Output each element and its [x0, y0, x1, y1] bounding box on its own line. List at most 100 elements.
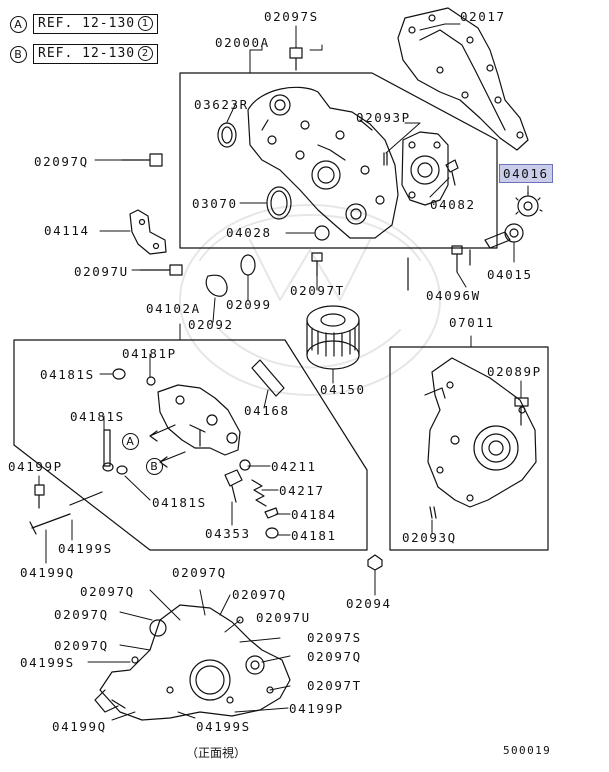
o-ring-04028 [314, 225, 330, 241]
bracket-04114 [129, 209, 167, 255]
bolt-02097q-left [121, 153, 163, 167]
plug-04181s-c [116, 465, 128, 475]
part-label[interactable]: 03623R [194, 97, 249, 112]
view-caption: （正面視） [186, 746, 247, 760]
part-label[interactable]: 02097Q [54, 607, 109, 622]
part-label[interactable]: 02097S [264, 9, 319, 24]
part-label[interactable]: 04353 [205, 526, 251, 541]
part-label[interactable]: 04217 [279, 483, 325, 498]
leader-lines [38, 23, 529, 721]
diagram-code: 500019 [503, 744, 552, 757]
part-label[interactable]: 02097Q [80, 584, 135, 599]
part-label[interactable]: 04102A [146, 301, 201, 316]
part-label[interactable]: 04199P [8, 459, 63, 474]
part-label[interactable]: 02097U [74, 264, 129, 279]
part-label[interactable]: 04096W [426, 288, 481, 303]
part-label[interactable]: 04114 [44, 223, 90, 238]
callout-b: B [146, 458, 169, 475]
part-label[interactable]: 02094 [346, 596, 392, 611]
valve-04184 [264, 507, 279, 519]
sensor-04353 [224, 469, 243, 503]
pipe-04168 [251, 359, 285, 397]
part-label[interactable]: 04168 [244, 403, 290, 418]
callout-b-letter: B [146, 458, 163, 475]
part-label[interactable]: 02092 [188, 317, 234, 332]
part-label[interactable]: 04199Q [52, 719, 107, 734]
watermark [179, 204, 441, 396]
part-label-highlighted[interactable]: 04016 [499, 164, 553, 183]
ref-b-text: REF. 12-130 [38, 46, 136, 61]
timing-case-frame [179, 72, 498, 249]
cover-07011 [424, 357, 537, 508]
part-label[interactable]: 02097T [307, 678, 362, 693]
ref-a-text: REF. 12-130 [38, 16, 136, 31]
part-label[interactable]: 04199P [289, 701, 344, 716]
part-label[interactable]: 02097S [307, 630, 362, 645]
o-ring-02099 [240, 254, 256, 276]
ref-a-letter: A [10, 15, 27, 33]
part-label[interactable]: 04211 [271, 459, 317, 474]
nut-02094 [367, 554, 383, 571]
part-label[interactable]: 02089P [487, 364, 542, 379]
part-label[interactable]: 04015 [487, 267, 533, 282]
pump-cover-drawing [401, 131, 449, 206]
bolt-04199p-left [34, 484, 45, 509]
part-label[interactable]: 02017 [460, 9, 506, 24]
part-label[interactable]: 04028 [226, 225, 272, 240]
part-label[interactable]: 04181S [40, 367, 95, 382]
pin-02093q [429, 506, 437, 519]
ring-02092 [205, 274, 228, 297]
part-label[interactable]: 02093Q [402, 530, 457, 545]
ref-b-num: 2 [138, 46, 154, 61]
housing-04102a [157, 384, 241, 456]
oil-seal-03623r [217, 122, 237, 148]
part-label[interactable]: 02000A [215, 35, 270, 50]
part-label[interactable]: 02093P [356, 110, 411, 125]
part-label[interactable]: 07011 [449, 315, 495, 330]
part-label[interactable]: 04184 [291, 507, 337, 522]
plug-04181 [265, 527, 279, 539]
gasket-07011-frame [389, 346, 549, 551]
part-label[interactable]: 04181S [152, 495, 207, 510]
part-label[interactable]: 02097Q [232, 587, 287, 602]
part-label[interactable]: 02097Q [307, 649, 362, 664]
front-case-drawing [247, 86, 399, 239]
spring-04217 [251, 479, 267, 507]
gear-04016 [515, 191, 543, 217]
part-label[interactable]: 04150 [320, 382, 366, 397]
part-label[interactable]: 02099 [226, 297, 272, 312]
part-label[interactable]: 04199S [20, 655, 75, 670]
callout-a-letter: A [122, 433, 139, 450]
ref-b-letter: B [10, 45, 27, 63]
part-label[interactable]: 04199Q [20, 565, 75, 580]
bottom-assembly [94, 604, 291, 721]
oil-filter-04150 [306, 305, 360, 370]
callout-a: A [122, 433, 145, 450]
bolt-04082 [445, 159, 459, 186]
part-label[interactable]: 02097T [290, 283, 345, 298]
part-label[interactable]: 04082 [430, 197, 476, 212]
bolt-04096w [451, 245, 463, 273]
oil-seal-03070 [266, 186, 292, 220]
bolt-02097t [311, 252, 323, 277]
highlight-04016[interactable]: 04016 [499, 164, 553, 183]
part-label[interactable]: 03070 [192, 196, 238, 211]
bolt-02089p [514, 397, 529, 426]
bolt-04199s-left [29, 491, 103, 535]
plug-04181s-top [112, 368, 126, 380]
part-label[interactable]: 04181P [122, 346, 177, 361]
part-label[interactable]: 04181S [70, 409, 125, 424]
part-label[interactable]: 02097Q [172, 565, 227, 580]
plug-04211 [239, 459, 251, 471]
part-label[interactable]: 04199S [58, 541, 113, 556]
part-label[interactable]: 04199S [196, 719, 251, 734]
part-label[interactable]: 02097U [256, 610, 311, 625]
shaft-04015 [484, 223, 524, 249]
part-label[interactable]: 04181 [291, 528, 337, 543]
part-label[interactable]: 02097Q [34, 154, 89, 169]
part-label[interactable]: 02097Q [54, 638, 109, 653]
